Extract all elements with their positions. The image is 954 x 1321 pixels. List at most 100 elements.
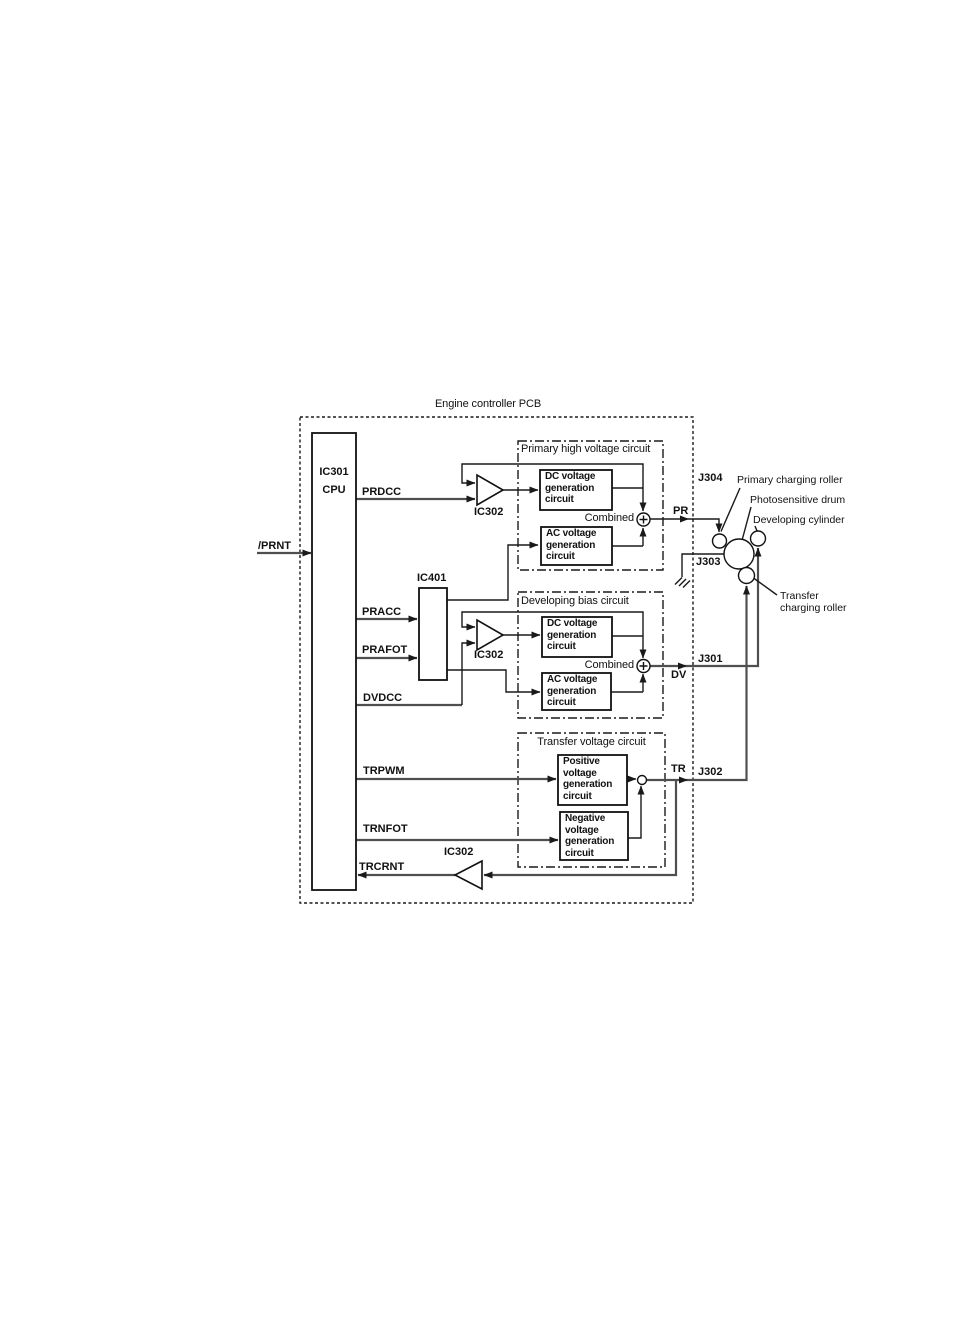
ic302-2-triangle: [476, 618, 505, 652]
negative-text: Negative voltage generation circuit: [565, 813, 614, 859]
ac1-line3: circuit: [546, 551, 575, 562]
arrow-dv-j301: [678, 662, 687, 670]
ic401-box: [418, 587, 448, 681]
photosensitive-drum-label: Photosensitive drum: [750, 494, 846, 506]
ac2-box: [541, 672, 612, 711]
output-dv: DV: [671, 669, 687, 681]
combined-label-developing: Combined: [584, 659, 634, 671]
pos-line3: generation: [563, 779, 613, 790]
dc1-line1: DC voltage: [545, 471, 596, 482]
connector-arrows: [678, 515, 689, 784]
pos-line1: Positive: [563, 756, 600, 767]
neg-line2: voltage: [565, 824, 599, 836]
ic302-1-triangle: [476, 473, 505, 507]
signal-dvdcc: DVDCC: [363, 692, 403, 704]
transfer-label-line1: Transfer: [780, 590, 819, 602]
primary-charging-roller-label: Primary charging roller: [737, 474, 843, 486]
wire-dvdcc-up: [461, 639, 476, 705]
dc1-box: [539, 469, 613, 511]
ac1-line2: generation: [546, 539, 596, 551]
positive-text: Positive voltage generation circuit: [563, 756, 612, 802]
wire-drum-ground: [681, 553, 725, 577]
dc2-box: [541, 616, 613, 658]
leader-primary-roller: [720, 487, 741, 532]
connector-j301: J301: [698, 653, 723, 665]
dc1-line3: circuit: [545, 494, 574, 505]
wire-feedback-developing: [461, 611, 644, 636]
wire-trcrnt-feedback: [483, 780, 678, 879]
leader-transfer-roller: [753, 577, 778, 596]
component-boxes: [311, 432, 629, 891]
transfer-circuit-box: [517, 732, 666, 868]
combiner-1-plus: [639, 515, 648, 524]
pos-line4: circuit: [563, 790, 592, 802]
tr-summing-node: [636, 774, 648, 786]
dc1-text: DC voltage generation circuit: [545, 471, 595, 506]
connector-j302: J302: [698, 766, 723, 778]
dc1-line2: generation: [545, 482, 595, 494]
amplifiers: [453, 473, 505, 891]
signal-pracc: PRACC: [362, 606, 402, 618]
ic401-label: IC401: [417, 572, 447, 584]
transfer-label-line2: charging roller: [780, 602, 847, 614]
connector-j304: J304: [698, 472, 723, 484]
thin-wires: [447, 463, 778, 839]
ac2-line1: AC voltage: [547, 674, 598, 685]
wire-pr-output: [650, 518, 723, 533]
arrow-pr-j304: [680, 515, 689, 523]
dc2-line1: DC voltage: [547, 618, 598, 629]
developing-cylinder-circle: [749, 530, 767, 547]
signal-trpwm: TRPWM: [363, 765, 405, 777]
arrow-tr-j302: [679, 776, 688, 784]
signal-trcrnt: TRCRNT: [359, 861, 405, 873]
transfer-charging-roller-label: Transfer charging roller: [780, 590, 847, 614]
primary-circuit-box: [517, 440, 664, 571]
ic302-3-triangle: [453, 859, 483, 891]
wire-tr-output: [646, 585, 750, 782]
ac1-line1: AC voltage: [546, 528, 597, 539]
ac2-line3: circuit: [547, 697, 576, 708]
ground-symbol: [674, 577, 691, 588]
ac2-line2: generation: [547, 685, 597, 697]
leader-drum: [741, 506, 752, 541]
pos-line2: voltage: [563, 767, 597, 779]
photosensitive-drum-circle: [723, 538, 755, 570]
ic302-2-label: IC302: [474, 649, 504, 661]
neg-line3: generation: [565, 836, 615, 847]
developing-circuit-box: [517, 591, 664, 719]
cpu-ic-label: IC301: [319, 466, 349, 478]
negative-box: [559, 811, 629, 861]
neg-line1: Negative: [565, 813, 606, 824]
ac1-box: [540, 526, 613, 566]
output-pr: PR: [673, 505, 689, 517]
engine-controller-pcb-box: [299, 416, 694, 904]
ac2-text: AC voltage generation circuit: [547, 674, 597, 709]
output-tr: TR: [671, 763, 686, 775]
wire-negative-output: [628, 785, 645, 839]
dc2-line2: generation: [547, 629, 597, 641]
dc2-text: DC voltage generation circuit: [547, 618, 597, 653]
cpu-label: CPU: [322, 484, 346, 496]
cpu-box: [311, 432, 357, 891]
neg-line4: circuit: [565, 847, 594, 859]
signal-trnfot: TRNFOT: [363, 823, 408, 835]
wire-ic401-to-ac2: [447, 669, 541, 696]
signal-prnt: /PRNT: [258, 540, 291, 552]
xerographic-components: [711, 530, 767, 585]
transfer-circuit-title: Transfer voltage circuit: [537, 736, 646, 748]
wire-feedback-primary: [461, 463, 644, 488]
primary-charging-roller-circle: [711, 533, 728, 549]
combiner-2-plus: [639, 662, 648, 670]
developing-cylinder-label: Developing cylinder: [753, 514, 845, 526]
developing-circuit-title: Developing bias circuit: [521, 595, 629, 607]
dc2-line3: circuit: [547, 641, 576, 652]
positive-box: [557, 754, 628, 806]
page-title: Engine controller PCB: [434, 398, 542, 410]
transfer-charging-roller-circle: [737, 566, 756, 585]
ic302-1-label: IC302: [474, 506, 504, 518]
signal-prafot: PRAFOT: [362, 644, 408, 656]
connector-j303: J303: [696, 556, 721, 568]
wire-ic401-to-ac1: [447, 541, 539, 601]
